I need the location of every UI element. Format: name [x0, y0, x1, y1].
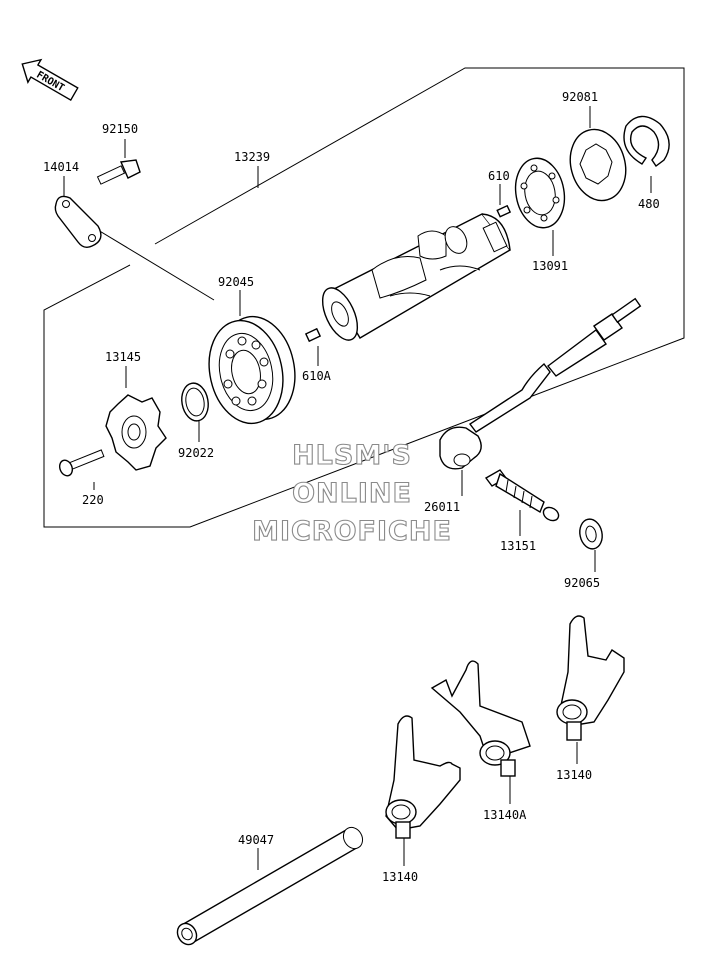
washer-92065: [579, 518, 603, 550]
plate-92081: [569, 128, 627, 202]
shift-shaft-26011: [439, 297, 642, 470]
callout-220: 220: [82, 493, 104, 507]
callout-610: 610: [488, 169, 510, 183]
bolt-92150: [96, 159, 141, 185]
callout-13140-right: 13140: [556, 768, 592, 782]
callout-92065: 92065: [564, 576, 600, 590]
pin-610a: [304, 327, 322, 343]
leader-lines: [63, 106, 652, 870]
watermark-line-3: MICROFICHE: [252, 516, 452, 547]
circlip-480: [623, 115, 670, 168]
cam-plate-13091: [514, 157, 566, 229]
watermark: HLSM'S ONLINE MICROFICHE: [252, 439, 452, 547]
callout-92081: 92081: [562, 90, 598, 104]
callout-92045: 92045: [218, 275, 254, 289]
front-arrow-badge: FRONT: [21, 58, 79, 102]
plate-14014: [54, 195, 102, 249]
callout-13140a: 13140A: [483, 808, 527, 822]
callout-13091: 13091: [532, 259, 568, 273]
callout-labels: 92150 14014 13239 92081 610 480 13091 92…: [43, 90, 660, 884]
callout-610a: 610A: [302, 369, 332, 383]
callout-26011: 26011: [424, 500, 460, 514]
callout-49047: 49047: [238, 833, 274, 847]
spring-pin-13151: [484, 469, 560, 522]
callout-92022: 92022: [178, 446, 214, 460]
holder-13145: [105, 394, 167, 471]
callout-92150: 92150: [102, 122, 138, 136]
callout-13140-bottom: 13140: [382, 870, 418, 884]
watermark-line-1: HLSM'S: [292, 440, 412, 471]
callout-13145: 13145: [105, 350, 141, 364]
screw-220: [58, 449, 105, 477]
callout-480: 480: [638, 197, 660, 211]
shift-fork-13140a: [430, 660, 531, 777]
bearing-92045: [208, 315, 296, 425]
shift-rod-49047: [176, 826, 364, 946]
pin-610: [496, 204, 512, 218]
shift-fork-13140-bottom: [385, 715, 461, 839]
shift-fork-13140-right: [556, 615, 625, 741]
oring-92022: [181, 382, 209, 422]
watermark-line-2: ONLINE: [292, 478, 412, 509]
callout-13151: 13151: [500, 539, 536, 553]
shift-drum-13239: [321, 213, 512, 341]
callout-13239: 13239: [234, 150, 270, 164]
assembly-frame: [43, 67, 685, 528]
callout-14014: 14014: [43, 160, 79, 174]
